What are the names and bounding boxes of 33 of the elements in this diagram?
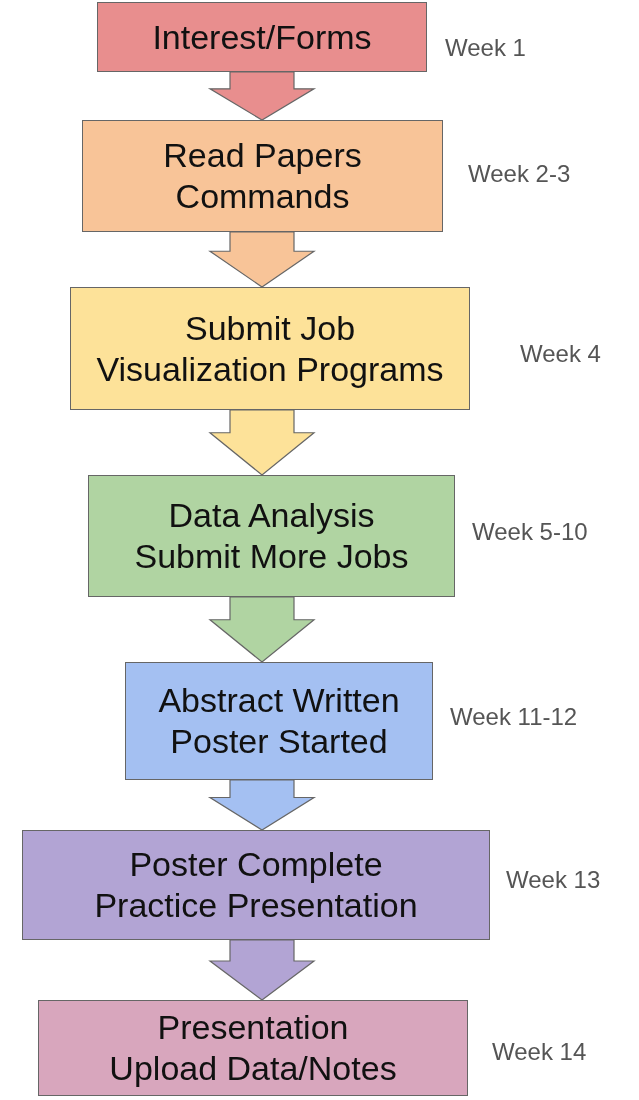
step-text: Submit Job	[184, 307, 356, 349]
process-box	[38, 1000, 468, 1096]
week-label: Week 13	[506, 866, 601, 894]
step-text: Poster Started	[170, 721, 388, 762]
block-arrow	[208, 596, 316, 663]
process-box	[88, 475, 455, 597]
process-box	[82, 120, 443, 232]
block-arrow	[207, 71, 317, 121]
step-text: Abstract Written	[158, 680, 400, 721]
step-text: Submit More Jobs	[134, 536, 409, 577]
week-label: Week 14	[492, 1038, 587, 1066]
week-label: Week 1	[445, 34, 526, 62]
block-arrow	[208, 231, 316, 288]
step-text: Commands	[175, 176, 350, 217]
step-text: Upload Data/Notes	[109, 1048, 397, 1089]
step-text: Visualization Programs	[96, 348, 444, 390]
step-text: Data Analysis	[168, 495, 375, 536]
block-arrow	[207, 779, 317, 831]
step-text: Poster Complete	[129, 844, 383, 885]
step-text: Presentation	[157, 1007, 349, 1048]
week-label: Week 11-12	[450, 703, 578, 731]
block-arrow	[208, 939, 316, 1001]
week-label: Week 4	[520, 340, 601, 368]
step-text: Practice Presentation	[94, 885, 418, 926]
week-label: Week 5-10	[472, 518, 588, 546]
week-label: Week 2-3	[468, 160, 571, 188]
step-text: Read Papers	[163, 135, 362, 176]
process-box	[97, 2, 427, 72]
process-box	[125, 662, 433, 780]
process-box	[70, 287, 470, 410]
process-box	[22, 830, 490, 940]
block-arrow	[208, 409, 316, 476]
step-text: Interest/Forms	[152, 16, 372, 58]
